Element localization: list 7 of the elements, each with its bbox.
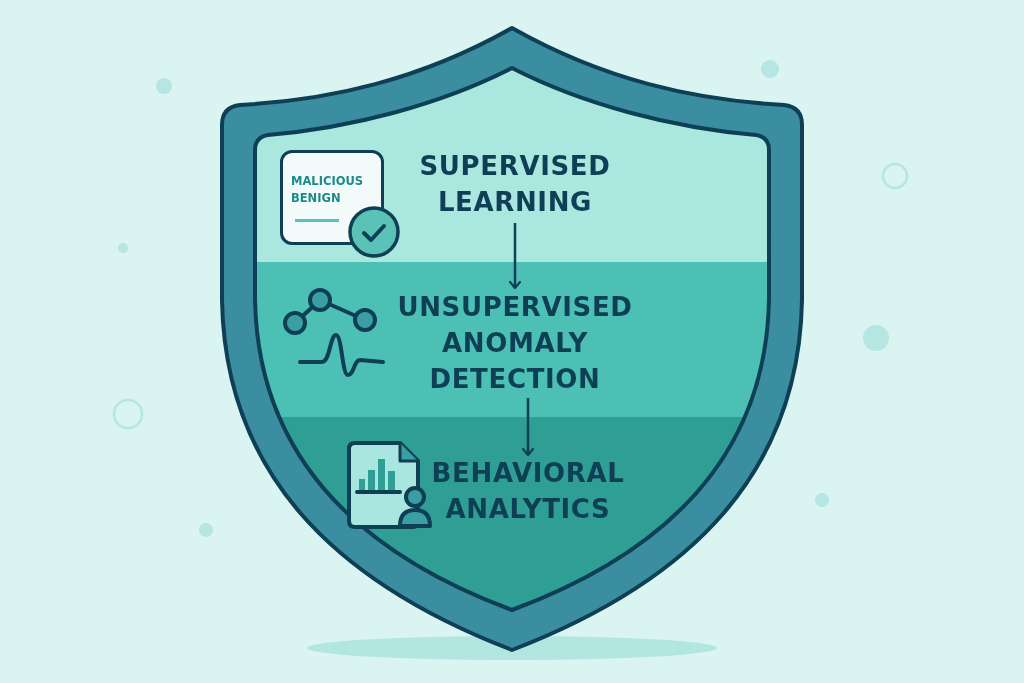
- document-label: BENIGN: [291, 190, 341, 207]
- stage-title: SUPERVISED LEARNING: [418, 150, 612, 219]
- arrow: [508, 223, 522, 290]
- stage-title: BEHAVIORAL ANALYTICS: [430, 457, 626, 526]
- stage-title: UNSUPERVISED ANOMALY DETECTION: [396, 291, 634, 396]
- document-label: MALICIOUS: [291, 173, 364, 190]
- arrow: [521, 398, 535, 457]
